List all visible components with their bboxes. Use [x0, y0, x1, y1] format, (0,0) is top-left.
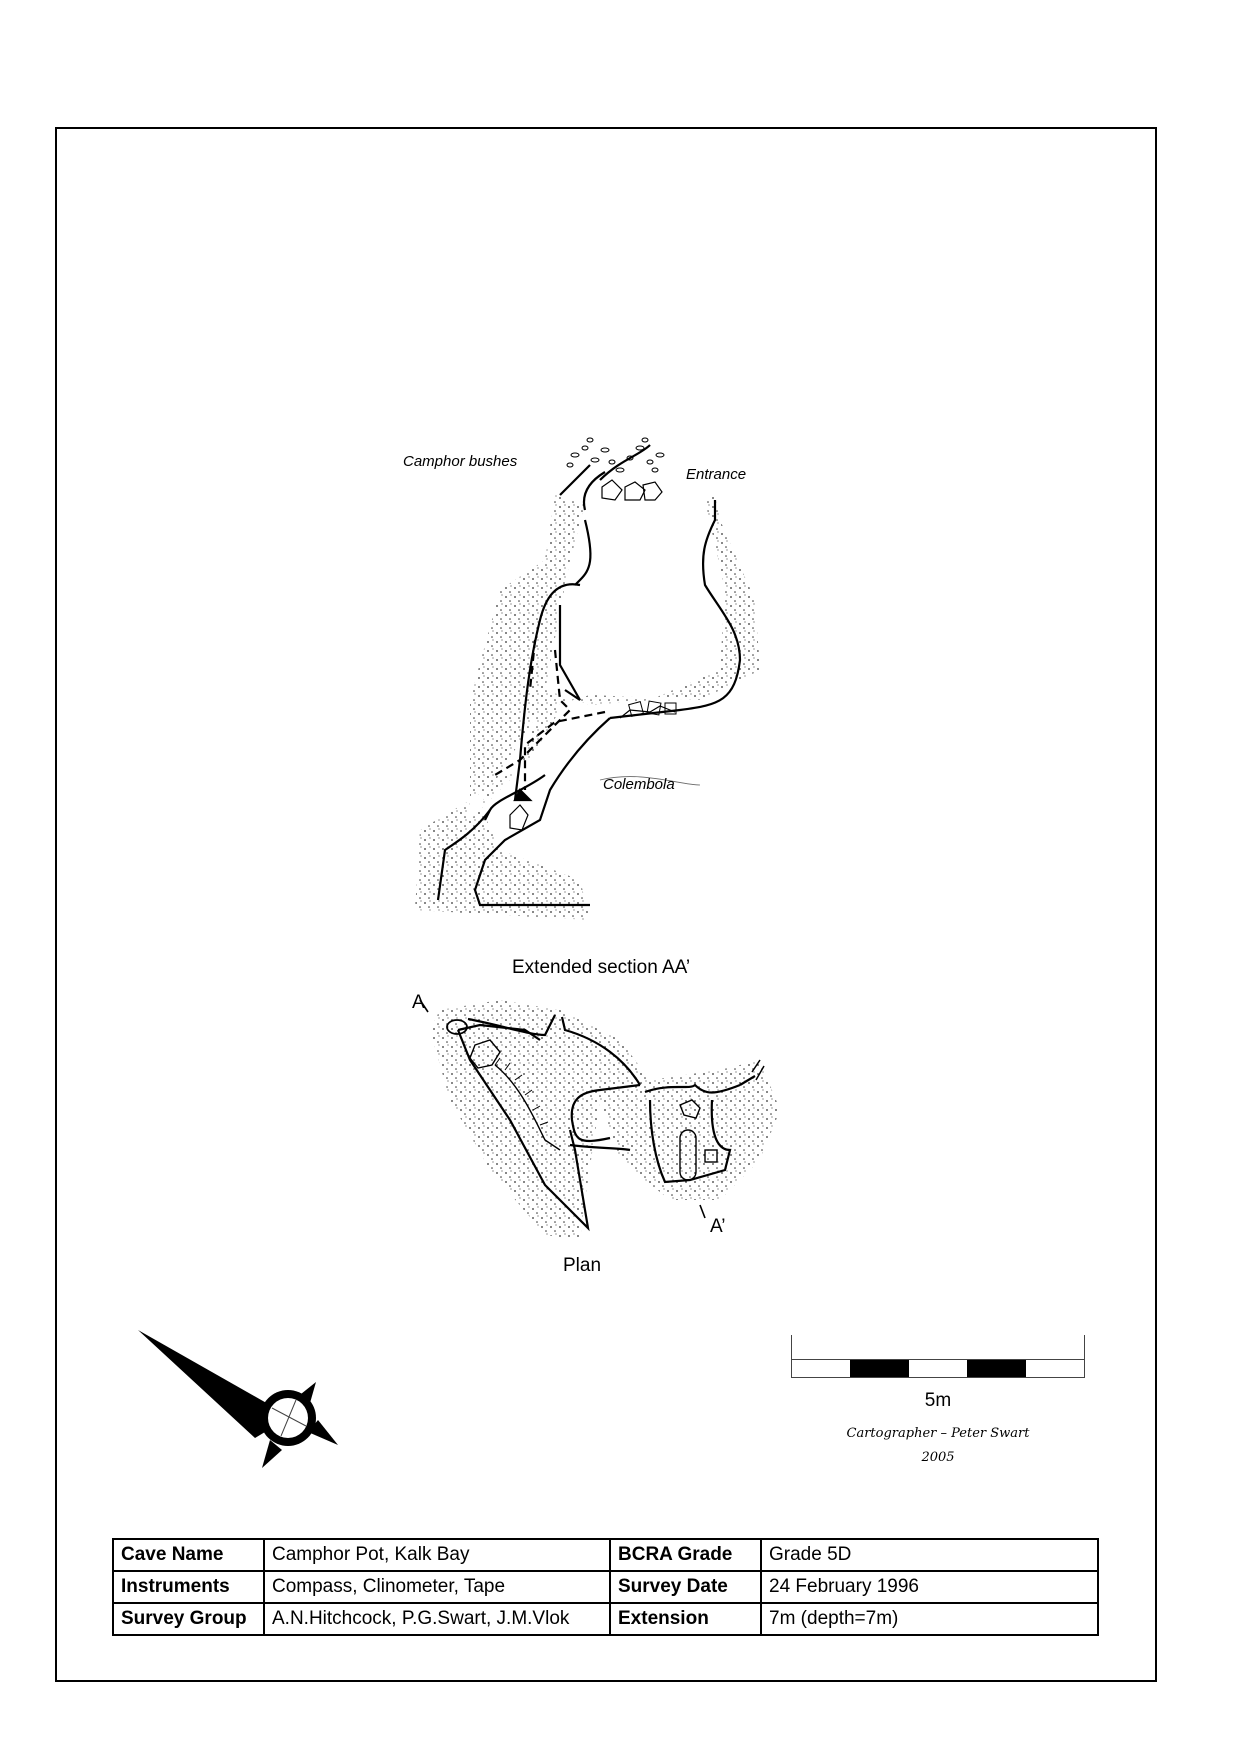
map-frame [55, 127, 1157, 1682]
scale-bar-segments [791, 1359, 1085, 1378]
table-row: Instruments Compass, Clinometer, Tape Su… [112, 1570, 1099, 1604]
extended-section-caption: Extended section AA’ [512, 957, 691, 978]
north-arrow-icon [138, 1330, 338, 1468]
label-colembola: Colembola [603, 776, 675, 793]
cell-key: Instruments [112, 1570, 265, 1604]
scale-segment-white [1026, 1360, 1084, 1377]
cartographer-credit: Cartographer – Peter Swart [846, 1426, 1030, 1441]
plan-marker-a: A [412, 992, 425, 1013]
scale-segment-white [792, 1360, 850, 1377]
cell-value: 7m (depth=7m) [760, 1602, 1099, 1636]
table-row: Survey Group A.N.Hitchcock, P.G.Swart, J… [112, 1602, 1099, 1636]
cell-key: Survey Date [609, 1570, 762, 1604]
scale-label: 5m [924, 1390, 952, 1411]
scale-segment-black [850, 1360, 909, 1377]
cell-key: Cave Name [112, 1538, 265, 1572]
scale-segment-black [967, 1360, 1026, 1377]
cell-value: A.N.Hitchcock, P.G.Swart, J.M.Vlok [263, 1602, 611, 1636]
cell-value: Compass, Clinometer, Tape [263, 1570, 611, 1604]
survey-info-table: Cave Name Camphor Pot, Kalk Bay BCRA Gra… [112, 1538, 1099, 1636]
scale-segment-white [909, 1360, 967, 1377]
label-entrance: Entrance [686, 466, 747, 483]
extended-section-drawing [415, 437, 760, 920]
cell-value: Camphor Pot, Kalk Bay [263, 1538, 611, 1572]
table-row: Cave Name Camphor Pot, Kalk Bay BCRA Gra… [112, 1538, 1099, 1572]
cell-value: Grade 5D [760, 1538, 1099, 1572]
plan-marker-a-prime: A’ [710, 1216, 726, 1237]
cartographer-year: 2005 [921, 1450, 955, 1465]
label-camphor-bushes: Camphor bushes [403, 453, 518, 470]
cell-key: BCRA Grade [609, 1538, 762, 1572]
plan-caption: Plan [563, 1255, 602, 1276]
scale-bar-ticks [791, 1335, 1085, 1359]
scale-bar: 5m [791, 1335, 1085, 1412]
plan-drawing [419, 999, 780, 1240]
cell-key: Extension [609, 1602, 762, 1636]
bush-leaves-icon [566, 437, 665, 473]
cell-key: Survey Group [112, 1602, 265, 1636]
cell-value: 24 February 1996 [760, 1570, 1099, 1604]
